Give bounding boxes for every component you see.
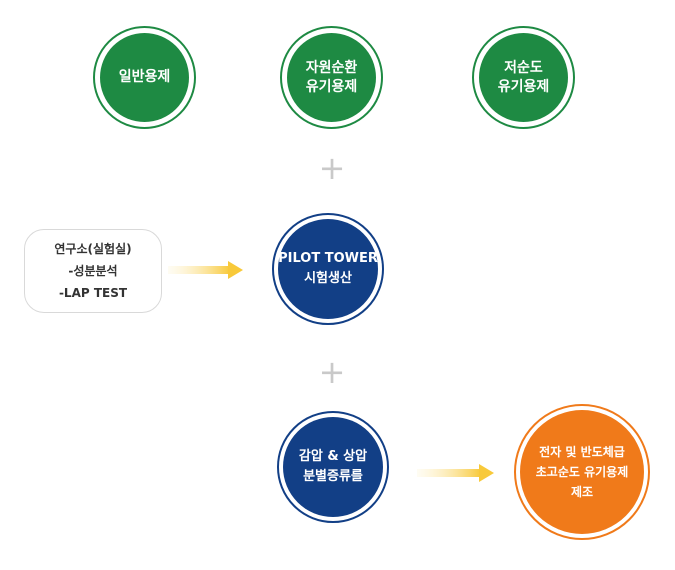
general-solvent-fill: 일반용제: [100, 33, 189, 122]
recycled-solvent-circle: 자원순환 유기용제: [280, 26, 383, 129]
pilot-tower-label-1: PILOT TOWER: [278, 251, 378, 266]
lab-item-test: -LAP TEST: [58, 286, 128, 300]
plus-icon-1: +: [318, 149, 346, 187]
pilot-tower-label-2: 시험생산: [304, 271, 352, 286]
arrow-distillation-to-product-icon: [417, 464, 494, 482]
product-label-3: 제조: [570, 485, 594, 499]
arrow-lab-to-pilot-icon: [168, 261, 243, 279]
plus-icon-2: +: [318, 353, 346, 391]
lab-title: 연구소(실험실): [54, 242, 132, 256]
lab-item-analysis: -성분분석: [68, 264, 118, 278]
distillation-fill: 감압 & 상압 분별증류를: [283, 417, 383, 517]
distillation-circle: 감압 & 상압 분별증류를: [277, 411, 389, 523]
recycled-solvent-label-2: 유기용제: [305, 78, 358, 95]
low-purity-solvent-label-1: 저순도: [504, 59, 543, 76]
product-label-2: 초고순도 유기용제: [535, 465, 629, 479]
distillation-label-1: 감압 & 상압: [298, 449, 368, 464]
low-purity-solvent-circle: 저순도 유기용제: [472, 26, 575, 129]
general-solvent-label: 일반용제: [118, 69, 171, 85]
product-circle: 전자 및 반도체급 초고순도 유기용제 제조: [514, 404, 650, 540]
low-purity-solvent-label-2: 유기용제: [497, 78, 550, 95]
low-purity-solvent-fill: 저순도 유기용제: [479, 33, 568, 122]
distillation-label-2: 분별증류를: [303, 469, 363, 484]
product-fill: 전자 및 반도체급 초고순도 유기용제 제조: [520, 410, 644, 534]
recycled-solvent-label-1: 자원순환: [305, 59, 358, 76]
recycled-solvent-fill: 자원순환 유기용제: [287, 33, 376, 122]
pilot-tower-circle: PILOT TOWER 시험생산: [272, 213, 384, 325]
lab-box: 연구소(실험실) -성분분석 -LAP TEST: [24, 229, 162, 313]
pilot-tower-fill: PILOT TOWER 시험생산: [278, 219, 378, 319]
product-label-1: 전자 및 반도체급: [539, 445, 625, 459]
general-solvent-circle: 일반용제: [93, 26, 196, 129]
